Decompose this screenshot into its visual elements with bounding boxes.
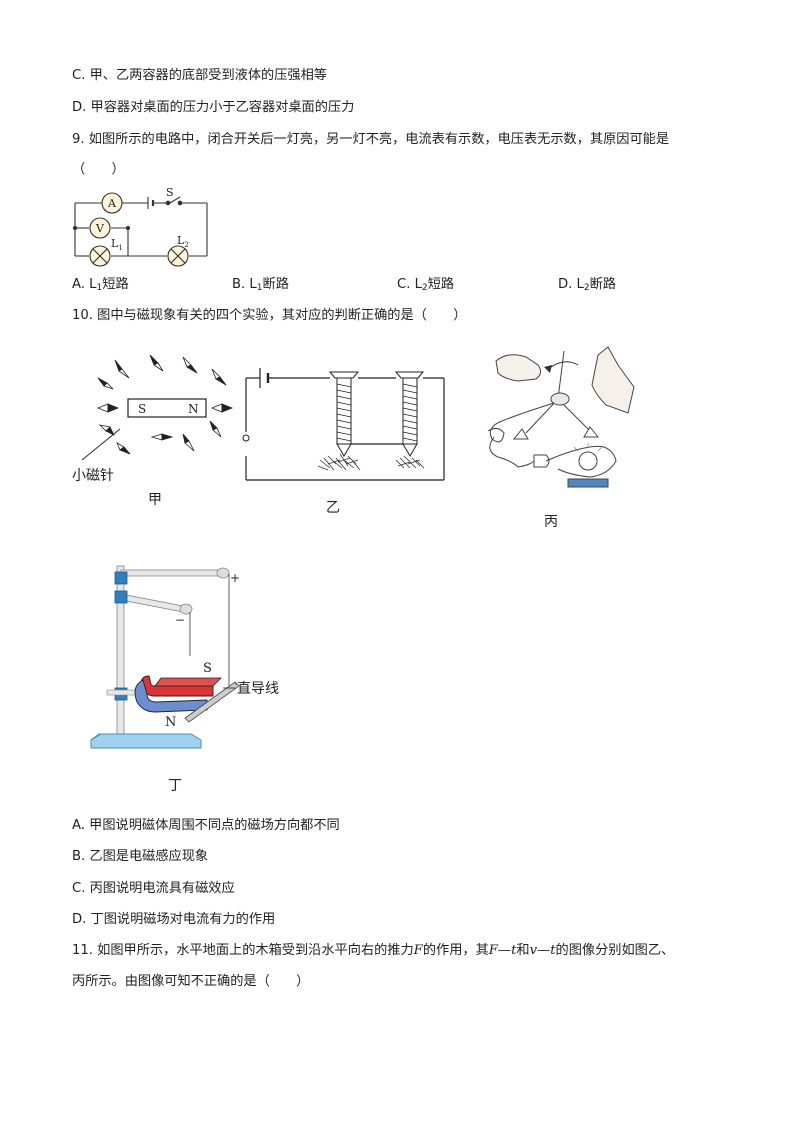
figure-jia-caption: 甲 (148, 492, 162, 508)
figure-bing-caption: 丙 (544, 514, 558, 530)
figure-ding-caption: 丁 (168, 778, 182, 794)
horseshoe-n-pole: N (165, 715, 176, 730)
compass-needle-label: 小磁针 (72, 468, 114, 484)
q9-option-c: C. L2短路 (397, 277, 455, 293)
q10-figure-yi (242, 368, 445, 481)
bar-magnet-s-pole: S (138, 402, 146, 416)
q11-stem: 11. 如图甲所示，水平地面上的木箱受到沿水平向右的推力F的作用，其F—t和v—… (72, 943, 675, 958)
q10-option-b: B. 乙图是电磁感应现象 (72, 849, 209, 864)
lamp1-label: L1 (111, 237, 123, 252)
q10-stem: 10. 图中与磁现象有关的四个实验，其对应的判断正确的是（ ） (72, 308, 467, 323)
q10-option-d: D. 丁图说明磁场对电流有力的作用 (72, 912, 276, 927)
q9-option-d: D. L2断路 (558, 277, 616, 293)
q8-option-c: C. 甲、乙两容器的底部受到液体的压强相等 (72, 68, 327, 83)
q9-circuit-diagram: A V S L1 L2 (72, 186, 208, 267)
q9-stem: 9. 如图所示的电路中，闭合开关后一灯亮，另一灯不亮，电流表有示数，电压表无示数… (72, 132, 670, 147)
q9-option-a: A. L1短路 (72, 277, 129, 293)
switch-label: S (166, 186, 174, 199)
figure-yi-caption: 乙 (326, 500, 340, 516)
voltmeter-symbol: V (95, 222, 105, 235)
straight-wire-label: 直导线 (237, 680, 279, 697)
q9-answer-paren: （ ） (72, 162, 125, 177)
q9-option-b: B. L1断路 (232, 277, 289, 293)
horseshoe-s-pole: S (203, 661, 212, 676)
q10-figure-jia: S N 小磁针 (72, 355, 234, 484)
negative-terminal: − (175, 613, 185, 627)
q10-figure-bing (487, 346, 635, 488)
lamp2-label: L2 (177, 234, 189, 249)
ammeter-symbol: A (107, 197, 117, 210)
bar-magnet (127, 398, 207, 418)
q11-stem-line2: 丙所示。由图像可知不正确的是（ ） (72, 974, 310, 989)
q8-option-d: D. 甲容器对桌面的压力小于乙容器对桌面的压力 (72, 100, 355, 115)
q10-option-a: A. 甲图说明磁体周围不同点的磁场方向都不同 (72, 818, 340, 833)
positive-terminal: + (230, 571, 240, 585)
q10-option-c: C. 丙图说明电流具有磁效应 (72, 881, 235, 896)
bar-magnet-n-pole: N (188, 402, 199, 416)
q10-figure-ding: + − S N 直导线 (90, 565, 279, 749)
